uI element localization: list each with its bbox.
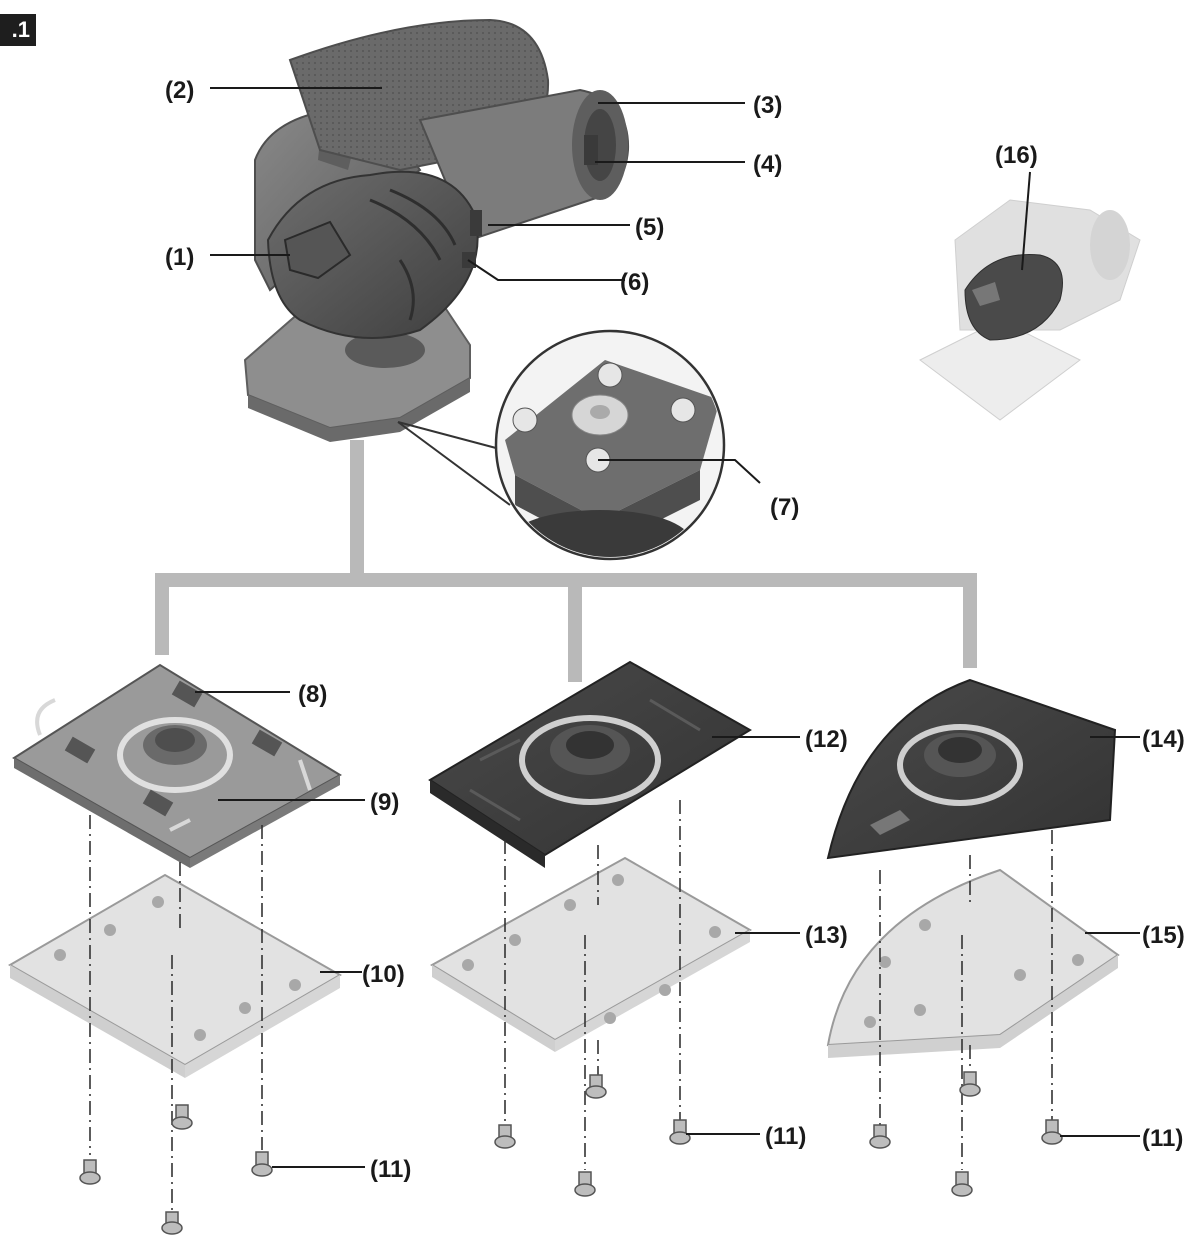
callout-6: (6) xyxy=(620,269,649,296)
accessory-connector-tree xyxy=(155,440,977,682)
callout-8: (8) xyxy=(298,681,327,708)
hook-loop-pad-rectangular xyxy=(7,873,343,1078)
hook-loop-pad-triangular xyxy=(826,868,1120,1058)
assembly-guide-lines xyxy=(89,800,1053,1210)
callout-11-left: (11) xyxy=(370,1156,411,1183)
base-plate-triangular xyxy=(826,678,1117,860)
callout-leader-lines xyxy=(195,87,1140,1168)
sander-body xyxy=(243,18,630,442)
callout-7: (7) xyxy=(770,494,799,521)
callout-10: (10) xyxy=(362,961,405,988)
clamp-base-plate xyxy=(12,663,342,868)
callout-16: (16) xyxy=(995,142,1038,169)
sander-faded-view xyxy=(919,199,1141,421)
callout-labels: (2) (3) (4) (1) (5) (6) (7) (16) (8) (9)… xyxy=(165,77,1185,1183)
callout-1: (1) xyxy=(165,244,194,271)
callout-13: (13) xyxy=(805,922,848,949)
screw-set xyxy=(79,1071,1063,1235)
callout-12: (12) xyxy=(805,726,848,753)
callout-15: (15) xyxy=(1142,922,1185,949)
callout-9: (9) xyxy=(370,789,399,816)
callout-2: (2) xyxy=(165,77,194,104)
callout-14: (14) xyxy=(1142,726,1185,753)
callout-11-right: (11) xyxy=(1142,1125,1183,1152)
callout-4: (4) xyxy=(753,151,782,178)
hook-loop-pad-rectangular-2 xyxy=(430,856,753,1052)
base-plate-rectangular xyxy=(428,660,752,868)
callout-5: (5) xyxy=(635,214,664,241)
callout-3: (3) xyxy=(753,92,782,119)
callout-11-middle: (11) xyxy=(765,1123,806,1150)
figure-number-tag: .1 xyxy=(0,14,36,46)
